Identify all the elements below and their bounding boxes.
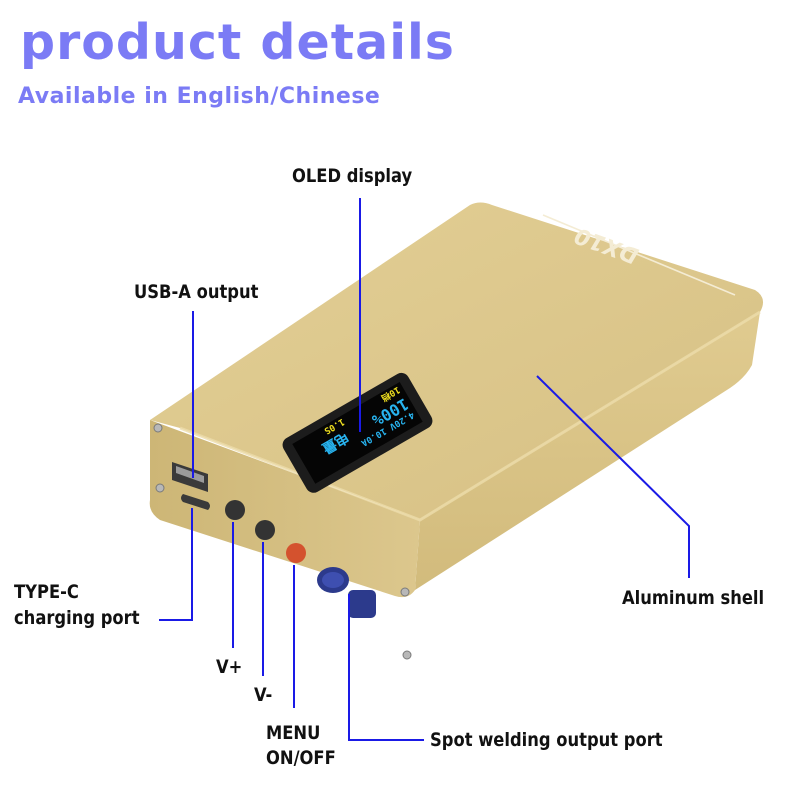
- v-plus-label: V+: [216, 656, 243, 678]
- oled-display-label: OLED display: [292, 165, 413, 187]
- oled-display: 4.20V 10.0A 100% 电量 10档 1.0S: [282, 372, 433, 493]
- usb-a-output-label: USB-A output: [134, 281, 259, 303]
- v-minus-button-icon: [255, 520, 275, 540]
- device-side-face: [415, 312, 760, 590]
- page-subtitle: Available in English/Chinese: [18, 84, 381, 109]
- menu-button-icon: [286, 543, 306, 563]
- callout-lines: [159, 198, 690, 741]
- screw-icons: [153, 423, 412, 660]
- spot-welding-callout-line: [348, 594, 424, 741]
- menu-label-line1: MENU: [266, 722, 321, 744]
- device-front-face: [149, 420, 420, 598]
- aluminum-shell-callout-line: [536, 375, 690, 578]
- menu-label-line2: ON/OFF: [266, 747, 336, 769]
- spot-welding-port-icon: [317, 567, 376, 618]
- type-c-label-line2: charging port: [14, 607, 140, 629]
- v-minus-label: V-: [254, 684, 273, 706]
- type-c-label-line1: TYPE-C: [14, 581, 79, 603]
- aluminum-shell-label: Aluminum shell: [622, 587, 765, 609]
- spot-welding-label: Spot welding output port: [430, 729, 663, 751]
- usb-a-port-icon: [172, 462, 208, 492]
- v-plus-button-icon: [225, 500, 245, 520]
- type-c-callout-line: [159, 508, 193, 621]
- page-title: product details: [20, 14, 455, 71]
- usb-c-port-icon: [181, 494, 210, 510]
